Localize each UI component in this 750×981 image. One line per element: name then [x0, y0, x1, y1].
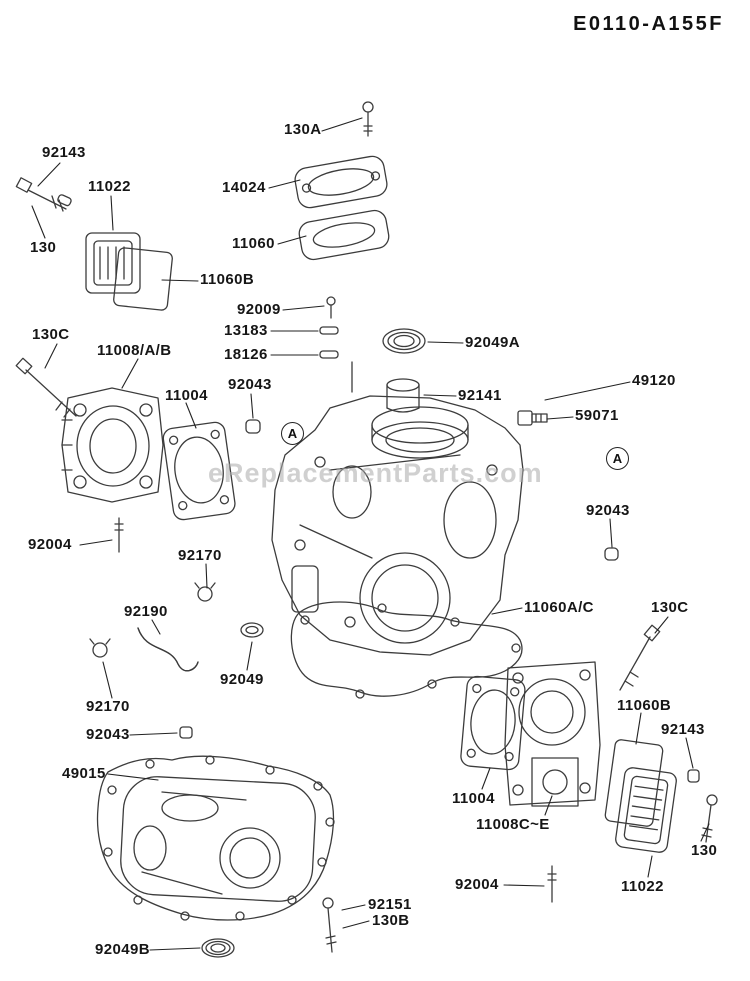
part-label-130B: 130B [372, 912, 410, 929]
part-label-11060A/C: 11060A/C [524, 599, 594, 616]
part-label-59071: 59071 [575, 407, 619, 424]
plug-59071-drawing [517, 410, 548, 426]
part-label-130C: 130C [32, 326, 70, 343]
part-label-11022: 11022 [621, 878, 664, 895]
plate-14024-drawing [294, 155, 388, 209]
part-label-92043: 92043 [228, 376, 272, 393]
gasket-11060b-right-drawing [604, 739, 664, 827]
part-label-49120: 49120 [632, 372, 676, 389]
seal-92049-drawing [240, 622, 264, 638]
part-label-11008C~E: 11008C~E [476, 816, 550, 833]
part-label-11022: 11022 [88, 178, 131, 195]
part-label-92049: 92049 [220, 671, 264, 688]
clamp-92170-upper-drawing [194, 582, 216, 602]
pin-18126-drawing [319, 350, 353, 393]
part-label-11060B: 11060B [200, 271, 255, 288]
part-label-92049A: 92049A [465, 334, 520, 351]
pin-92143-left-drawing [57, 194, 72, 207]
part-label-18126: 18126 [224, 346, 268, 363]
part-label-92170: 92170 [86, 698, 130, 715]
part-label-92143: 92143 [661, 721, 705, 738]
screw-92009-drawing [326, 296, 336, 319]
bolt-130c-right-drawing [619, 624, 661, 691]
cap-92043-lowerleft-drawing [179, 726, 193, 739]
gasket-11004-right-drawing [460, 675, 526, 771]
part-label-130A: 130A [284, 121, 322, 138]
seal-92049a-drawing [382, 328, 426, 354]
valve-cover-11022-right-drawing [615, 767, 677, 853]
clamp-92170-lower-drawing [89, 638, 111, 658]
part-label-130: 130 [691, 842, 718, 859]
part-label-92009: 92009 [237, 301, 281, 318]
gasket-11060b-left-drawing [113, 247, 173, 311]
part-label-92190: 92190 [124, 603, 168, 620]
part-label-130C: 130C [651, 599, 689, 616]
stud-92004-left-drawing [114, 517, 124, 553]
pin-13183-drawing [319, 326, 339, 335]
part-label-11060: 11060 [232, 235, 275, 252]
part-label-14024: 14024 [222, 179, 266, 196]
oil-pan-49015-drawing [96, 755, 335, 921]
stud-92004-bottom-drawing [547, 865, 557, 903]
gasket-11060-drawing [298, 209, 390, 261]
diagram-code: E0110-A155F [573, 13, 724, 35]
gasket-11060ac-drawing [290, 601, 523, 699]
callout-A: A [281, 422, 304, 445]
cylinder-head-11008ab-drawing [61, 387, 164, 503]
crankcase-49120-drawing [271, 395, 524, 656]
part-label-92043: 92043 [86, 726, 130, 743]
part-label-92143: 92143 [42, 144, 86, 161]
part-label-92004: 92004 [28, 536, 72, 553]
seal-92049b-drawing [201, 938, 235, 958]
dowel-92043-top-drawing [245, 419, 261, 434]
pin-92143-right-drawing [687, 769, 700, 783]
part-label-92049B: 92049B [95, 941, 150, 958]
valve-cover-11022-left-drawing [85, 232, 141, 294]
bolt-130a-drawing [362, 101, 374, 137]
part-label-11004: 11004 [165, 387, 208, 404]
part-label-11060B: 11060B [617, 697, 672, 714]
part-label-11004: 11004 [452, 790, 495, 807]
leader-lines [31, 117, 710, 951]
part-label-49015: 49015 [62, 765, 106, 782]
dowel-92043-right-drawing [604, 547, 619, 561]
cylinder-head-11008ce-drawing [504, 661, 601, 807]
part-label-92170: 92170 [178, 547, 222, 564]
part-label-92151: 92151 [368, 896, 412, 913]
bolt-92151-130b-drawing [322, 897, 337, 953]
gasket-11004-left-drawing [162, 421, 236, 521]
part-label-13183: 13183 [224, 322, 268, 339]
part-label-130: 130 [30, 239, 57, 256]
part-label-92141: 92141 [458, 387, 502, 404]
bolt-130c-left-drawing [15, 357, 77, 418]
callout-A: A [606, 447, 629, 470]
part-label-92043: 92043 [586, 502, 630, 519]
hose-92190-drawing [137, 627, 199, 672]
part-label-11008/A/B: 11008/A/B [97, 342, 172, 359]
watermark: eReplacementParts.com [208, 458, 543, 488]
part-label-92004: 92004 [455, 876, 499, 893]
